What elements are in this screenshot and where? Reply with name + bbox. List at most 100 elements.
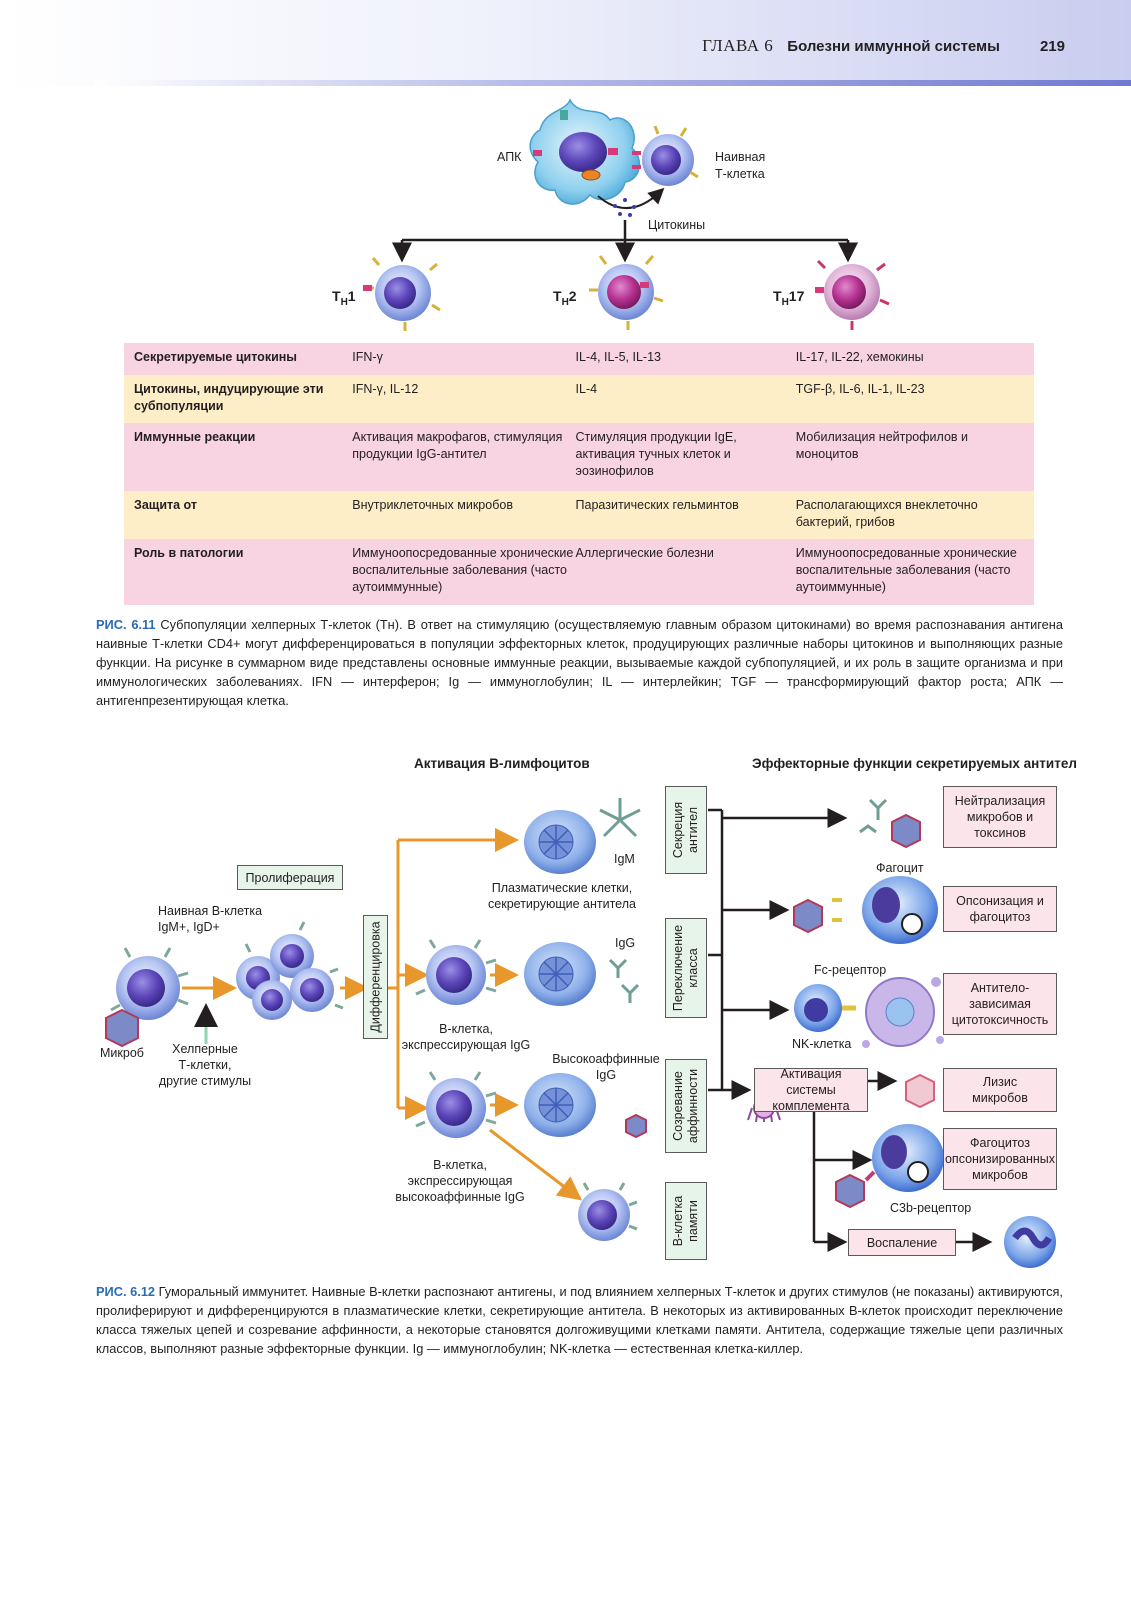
cytokine-dots <box>613 198 636 217</box>
fig612-caption-text: Гуморальный иммунитет. Наивные В-клетки … <box>96 1284 1063 1356</box>
apc-cell <box>529 98 641 205</box>
helper-line-3: другие стимулы <box>158 1074 252 1088</box>
table-cell: IFN-γ, IL-12 <box>352 382 419 396</box>
b-cell-ha-line-1: В-клетка, <box>433 1158 487 1172</box>
differentiation-arrows <box>388 828 583 1201</box>
table-cell: Внутриклеточных микробов <box>352 498 513 512</box>
b-cell-igg <box>415 939 497 1005</box>
high-aff-line-1: Высокоаффинные <box>552 1052 660 1066</box>
plasma-label: Плазматические клетки, секретирующие ант… <box>482 880 642 912</box>
th1-label: TH1 <box>332 288 356 308</box>
fig611-diagram: АПК Наивная Т-клетка Цитокины TH1 <box>332 98 890 331</box>
title-b-activation: Активация В-лимфоцитов <box>414 756 590 771</box>
th17-num: 17 <box>789 288 805 304</box>
naive-b-label-1: Наивная В-клетка <box>158 904 263 918</box>
fig612-caption-label: РИС. 6.12 <box>96 1284 156 1299</box>
memory-line-1: В-клетка <box>671 1195 685 1247</box>
plasma-cell-igg <box>524 942 596 1006</box>
table-row: Цитокины, индуцирующие эти субпопуляции … <box>124 375 1034 423</box>
row-header: Роль в патологии <box>134 546 244 560</box>
phagocyte-icon <box>793 876 938 944</box>
table-cell: IFN-γ <box>352 350 383 364</box>
apc-label: АПК <box>497 150 522 164</box>
branch-arrows <box>392 220 858 263</box>
page-number: 219 <box>1039 38 1065 55</box>
plasma-line-1: Плазматические клетки, <box>491 881 633 895</box>
table-cell: Мобилизация нейтрофилов и моноцитов <box>795 430 969 461</box>
th1-cell <box>363 257 441 331</box>
aff-mat-line-2: аффинности <box>686 1068 700 1144</box>
proliferation-box: Пролиферация <box>237 865 343 890</box>
cytokine-secretion-arrow <box>597 187 665 210</box>
th17-sub: H <box>782 297 789 308</box>
header-rule <box>95 80 1131 86</box>
th17-label: TH17 <box>773 288 805 308</box>
target-cell-icon <box>862 977 944 1048</box>
th1-t: T <box>332 288 341 304</box>
row-header: Секретируемые цитокины <box>134 350 297 364</box>
cytokines-label: Цитокины <box>648 218 705 232</box>
fig612-diagram <box>105 798 1056 1268</box>
lysis-box: Лизис микробов <box>943 1068 1057 1112</box>
th17-cell <box>815 259 890 330</box>
table-row: Секретируемые цитокины IFN-γ IL-4, IL-5,… <box>124 343 1034 375</box>
b-cell-high-affinity <box>415 1071 497 1138</box>
igg-antibody-icons <box>608 958 640 1003</box>
adcc-box: Антитело-зависимая цитотоксичность <box>943 973 1057 1035</box>
table-row: Роль в патологии Иммуноопосредованные хр… <box>124 539 1034 605</box>
b-cell-ha-line-2: экспрессирующая <box>407 1174 513 1188</box>
table-cell: Иммуноопосредованные хронические воспали… <box>352 546 574 594</box>
neutralization-box: Нейтрализация микробов и токсинов <box>943 786 1057 848</box>
naive-t-cell <box>632 125 699 186</box>
b-cell-ha-line-3: высокоаффинные IgG <box>395 1190 525 1204</box>
th2-label: TH2 <box>553 288 577 308</box>
secretion-line-1: Секреция <box>671 801 685 859</box>
fig612-caption: РИС. 6.12 Гуморальный иммунитет. Наивные… <box>96 1282 1063 1358</box>
table-cell: Располагающихся внеклеточно бактерий, гр… <box>795 498 978 529</box>
naive-b-label-2: IgM+, IgD+ <box>158 920 220 934</box>
row-header: Иммунные реакции <box>134 430 256 444</box>
phagocyte-opsonized-icon <box>835 1124 944 1209</box>
helper-line-1: Хелперные <box>172 1042 238 1056</box>
header-band <box>0 0 1131 86</box>
th2-t: T <box>553 288 562 304</box>
b-cell-igg-line-2: экспрессирующая IgG <box>401 1038 531 1052</box>
table-cell: Аллергические болезни <box>575 546 714 560</box>
igm-label: IgM <box>614 852 635 866</box>
class-switch-line-2: класса <box>686 948 700 988</box>
th2-sub: H <box>562 297 569 308</box>
helper-line-2: Т-клетки, <box>178 1058 232 1072</box>
fc-receptor-label: Fc-рецептор <box>814 963 887 977</box>
differentiation-label: Дифференцировка <box>368 921 382 1033</box>
differentiation-box: Дифференцировка <box>363 915 388 1039</box>
th1-sub: H <box>341 297 348 308</box>
b-cell-ha-label: В-клетка, экспрессирующая высокоаффинные… <box>392 1157 528 1205</box>
igm-pentamer-icon <box>599 798 641 838</box>
chapter-number: ГЛАВА 6 <box>702 36 774 55</box>
secretion-line-2: антител <box>686 807 700 853</box>
microbe-label: Микроб <box>100 1046 144 1060</box>
table-row: Защита от Внутриклеточных микробов Параз… <box>124 491 1034 539</box>
naive-t-label-2: Т-клетка <box>715 167 765 181</box>
th2-cell <box>589 255 664 330</box>
proliferating-cells <box>236 921 344 1020</box>
table-cell: TGF-β, IL-6, IL-1, IL-23 <box>795 382 925 396</box>
fig611-caption-text: Субпопуляции хелперных Т-клеток (Tн). В … <box>96 617 1063 708</box>
b-cell-igg-line-1: В-клетка, <box>439 1022 493 1036</box>
high-aff-label: Высокоаффинные IgG <box>548 1051 664 1083</box>
c3b-receptor-label: C3b-рецептор <box>890 1201 972 1215</box>
chapter-title: Болезни иммунной системы <box>787 38 1000 55</box>
th-subsets-table: Секретируемые цитокины IFN-γ IL-4, IL-5,… <box>124 343 1034 605</box>
aff-mat-line-1: Созревание <box>671 1071 685 1141</box>
th2-num: 2 <box>569 288 577 304</box>
helper-label: Хелперные Т-клетки, другие стимулы <box>150 1041 260 1089</box>
table-cell: Иммуноопосредованные хронические воспали… <box>795 546 1017 594</box>
microbe-icon <box>105 1008 139 1048</box>
phagocyte-label: Фагоцит <box>876 861 924 875</box>
neutrophil-icon <box>1004 1216 1056 1268</box>
title-effector-functions: Эффекторные функции секретируемых антите… <box>752 756 1077 771</box>
